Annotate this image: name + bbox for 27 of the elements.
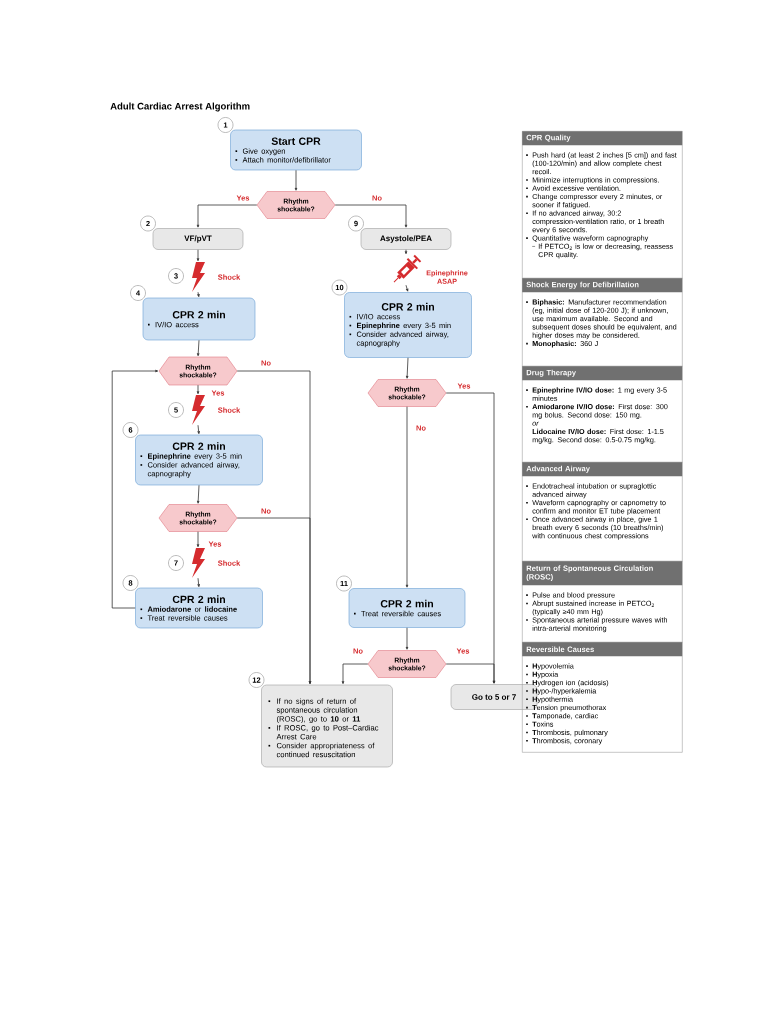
arrow [196, 531, 200, 548]
arrow [405, 284, 409, 292]
arrow [196, 249, 200, 262]
rounded-box: VF/pVT [152, 228, 244, 250]
arrow [196, 484, 200, 504]
arrow [197, 577, 200, 588]
arrow [111, 369, 159, 609]
arrow [196, 339, 200, 357]
arrow [197, 424, 200, 435]
rounded-box: Asystole/PEA [360, 228, 452, 250]
arrow [196, 204, 258, 228]
arrow [196, 384, 200, 395]
arrow [236, 517, 312, 685]
arrow [341, 663, 369, 685]
arrow [405, 406, 409, 588]
lightning-icon [192, 548, 205, 578]
title: Adult Cardiac Arrest Algorithm [110, 102, 250, 112]
arrow [294, 169, 298, 191]
arrow [405, 627, 409, 650]
lightning-icon [192, 262, 205, 292]
lightning-icon [192, 395, 205, 425]
arrow [404, 249, 408, 255]
arrow [334, 204, 408, 228]
arrow [445, 392, 496, 684]
arrow [405, 357, 409, 379]
arrow [197, 291, 200, 298]
syringe-icon [393, 254, 422, 283]
